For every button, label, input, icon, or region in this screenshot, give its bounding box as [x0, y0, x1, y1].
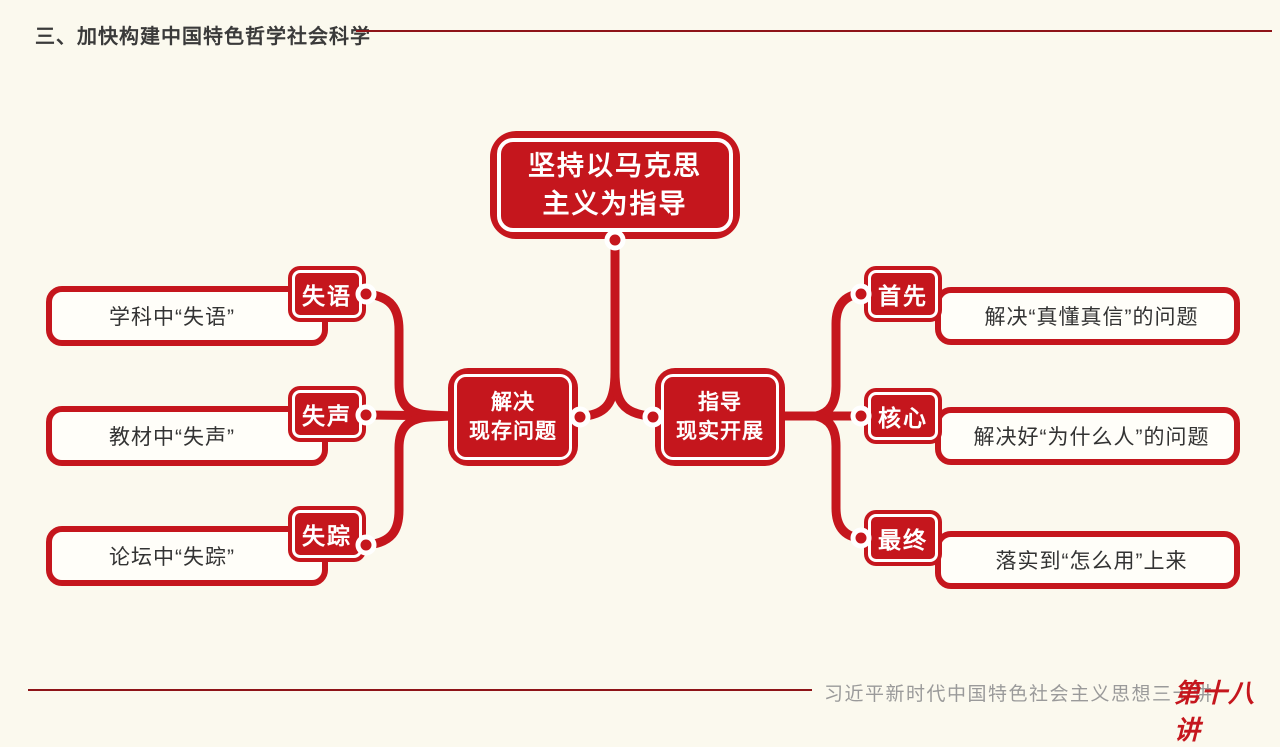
right-hub-label-line1: 指导 [698, 391, 742, 414]
page-title: 三、加快构建中国特色哲学社会科学 [35, 26, 371, 48]
right-item-2-box: 解决好“为什么人”的问题 [935, 407, 1240, 465]
header-rule [356, 30, 1272, 32]
footer-rule [28, 689, 812, 691]
left-item-1-box: 学科中“失语” [46, 286, 328, 346]
root-node: 坚持以马克思 主义为指导 [490, 131, 740, 239]
connector-left-3 [361, 411, 457, 550]
right-item-2-badge: 核心 [864, 388, 942, 444]
footer-series-title: 习近平新时代中国特色社会主义思想三十讲 [824, 684, 1214, 705]
slide: 三、加快构建中国特色哲学社会科学 坚持以马克思 主义为指导 解决 现存问题 指导 [28, 26, 1272, 746]
left-hub-node: 解决 现存问题 [448, 368, 578, 466]
root-node-label-line1: 坚持以马克思 [528, 151, 702, 181]
left-item-1-badge: 失语 [288, 266, 366, 322]
left-hub-label-line1: 解决 [491, 391, 535, 414]
left-item-2-badge: 失声 [288, 386, 366, 442]
left-item-2-box: 教材中“失声” [46, 406, 328, 466]
connector-right-1 [811, 289, 866, 421]
right-hub-node: 指导 现实开展 [655, 368, 785, 466]
right-item-1-badge: 首先 [864, 266, 942, 322]
connector-root-right-leg [610, 367, 656, 421]
left-hub-label-line2: 现存问题 [469, 420, 557, 443]
right-item-3-box: 落实到“怎么用”上来 [935, 531, 1240, 589]
right-hub-label-line2: 现实开展 [676, 420, 764, 443]
connector-layer [361, 231, 866, 550]
connector-left-1 [361, 289, 457, 421]
connector-right-3 [811, 411, 866, 543]
left-item-3-badge: 失踪 [288, 506, 366, 562]
right-item-3-badge: 最终 [864, 510, 942, 566]
left-item-3-box: 论坛中“失踪” [46, 526, 328, 586]
connector-root-left-leg [579, 367, 620, 421]
right-item-1-box: 解决“真懂真信”的问题 [935, 287, 1240, 345]
root-node-label-line2: 主义为指导 [542, 189, 688, 219]
